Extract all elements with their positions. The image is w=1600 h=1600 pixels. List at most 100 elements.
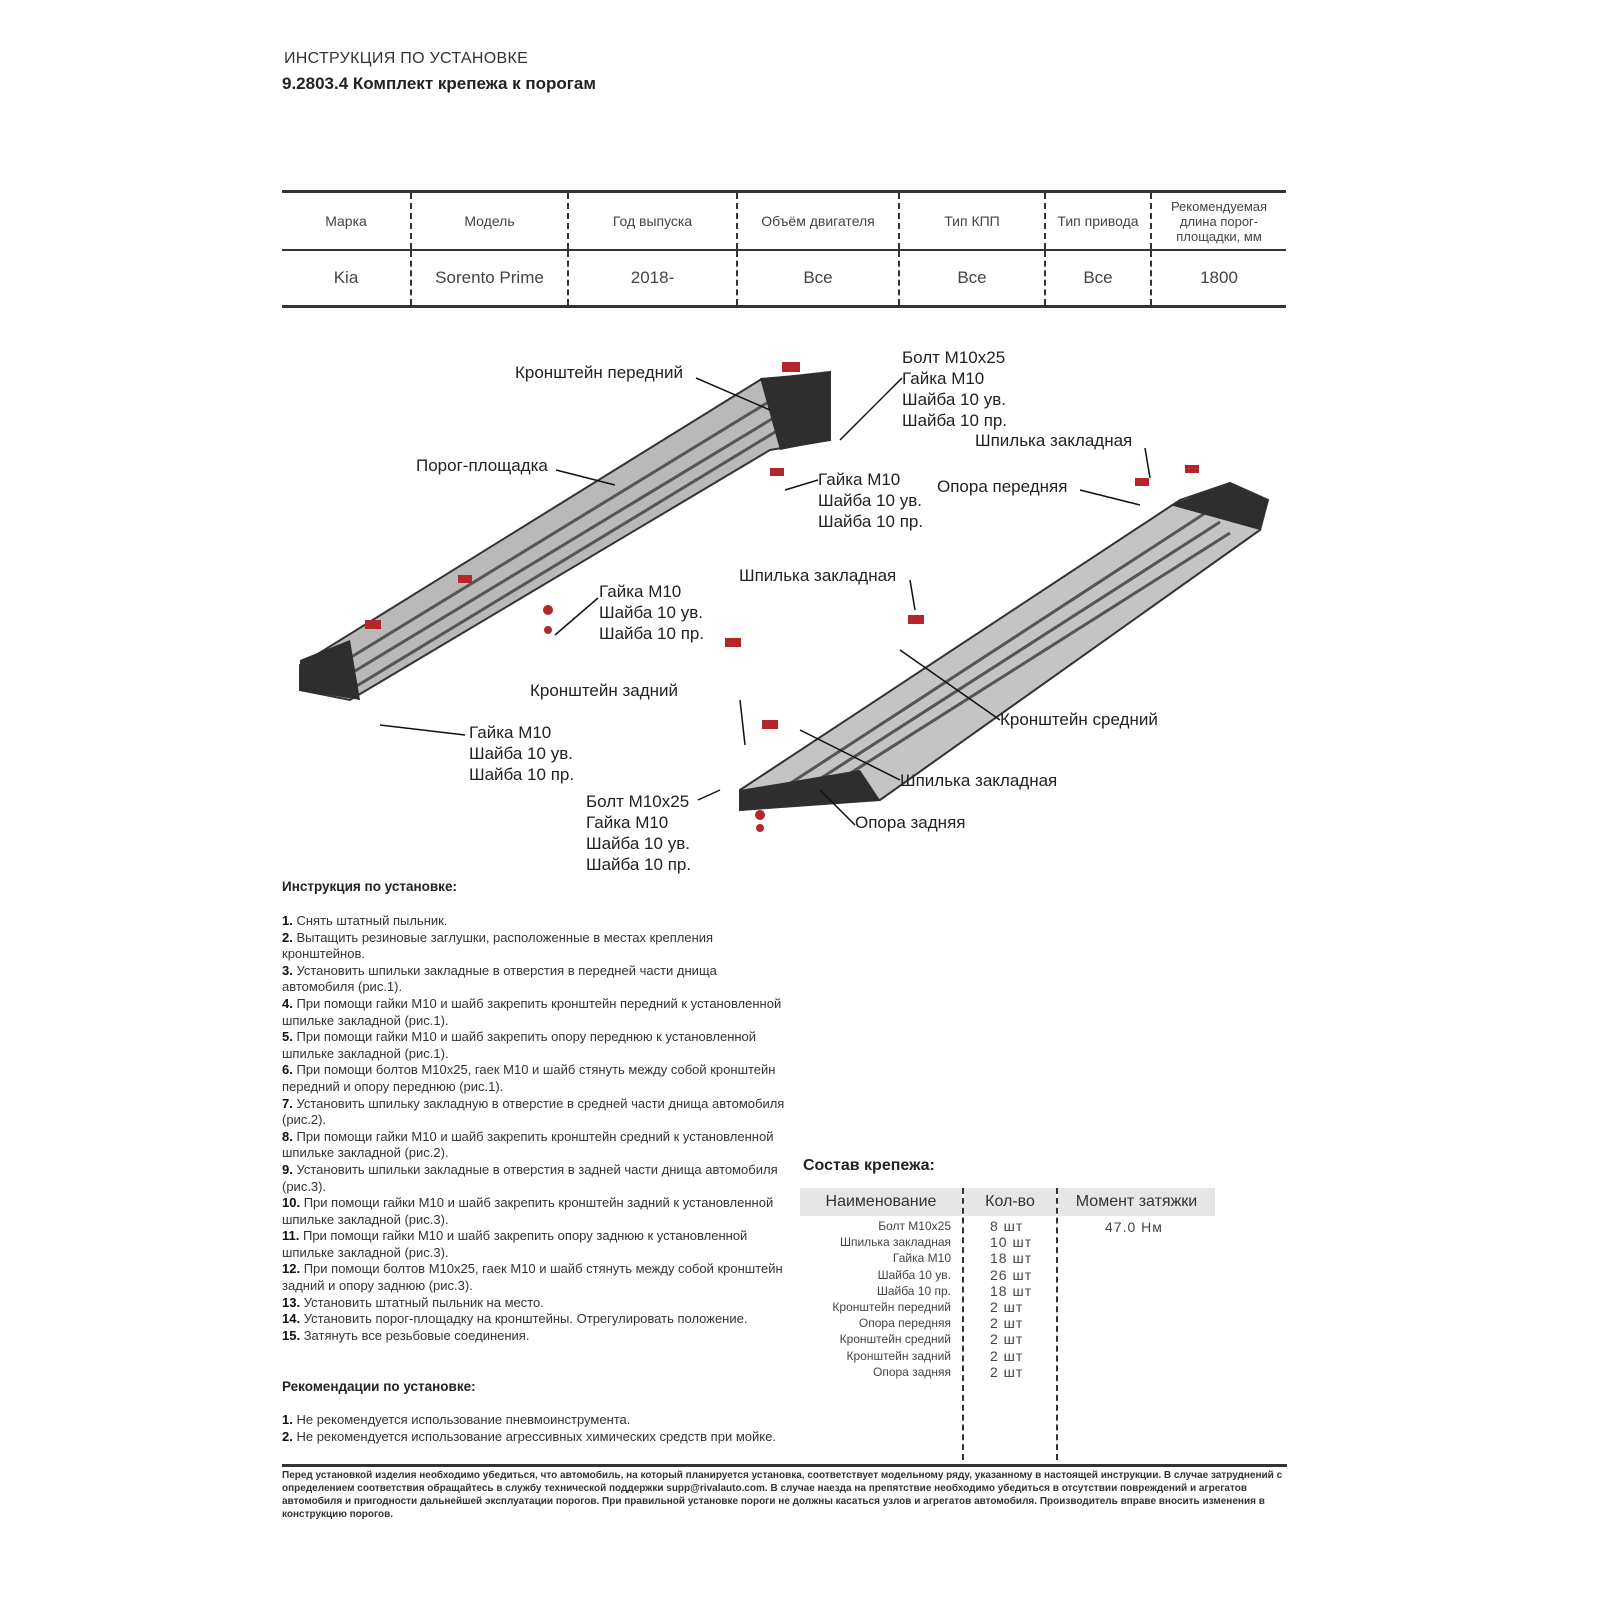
list-item: 7. Установить шпильку закладную в отверс… — [282, 1096, 792, 1129]
item-text: При помощи гайки М10 и шайб закрепить кр… — [282, 1195, 774, 1227]
fastener-parts — [365, 362, 1199, 832]
spec-header: Тип КПП — [898, 190, 1045, 251]
label-rear-nut-set: Гайка М10 Шайба 10 ув. Шайба 10 пр. — [469, 723, 575, 784]
item-number: 5. — [282, 1029, 293, 1045]
item-text: Установить порог-площадку на кронштейны.… — [303, 1311, 748, 1327]
vehicle-spec-table: Марка Модель Год выпуска Объём двигателя… — [282, 190, 1286, 308]
list-item: 11. При помощи гайки М10 и шайб закрепит… — [282, 1228, 792, 1261]
spec-value: Все — [898, 250, 1045, 308]
item-text: При помощи болтов М10х25, гаек М10 и шай… — [282, 1261, 783, 1294]
recommendations-title: Рекомендации по установке: — [282, 1379, 476, 1394]
spec-value: Все — [736, 250, 899, 308]
item-number: 9. — [282, 1161, 293, 1177]
spec-header: Марка — [282, 190, 411, 251]
fastener-name: Опора задняя — [873, 1364, 951, 1379]
spec-value: 2018- — [567, 250, 737, 308]
label-front-bolt-set: Болт М10х25 Гайка М10 Шайба 10 ув. Шайба… — [902, 348, 1008, 430]
item-text: Установить шпильки закладные в отверстия… — [282, 962, 717, 995]
item-text: Снять штатный пыльник. — [296, 913, 448, 928]
label-front-bracket: Кронштейн передний — [515, 363, 683, 382]
fastener-qty: 2 шт — [990, 1331, 1024, 1348]
item-number: 15. — [282, 1327, 301, 1343]
spec-header: Тип привода — [1044, 190, 1151, 251]
fastener-name: Шайба 10 ув. — [877, 1267, 951, 1282]
list-item: 8. При помощи гайки М10 и шайб закрепить… — [282, 1129, 792, 1162]
item-text: При помощи гайки М10 и шайб закрепить кр… — [282, 1128, 774, 1161]
list-item: 15. Затянуть все резьбовые соединения. — [282, 1328, 792, 1345]
list-item: 14. Установить порог-площадку на кронште… — [282, 1311, 792, 1328]
item-text: Не рекомендуется использование пневмоинс… — [296, 1412, 631, 1427]
item-number: 13. — [282, 1294, 301, 1310]
instructions-title: Инструкция по установке: — [282, 879, 457, 894]
instructions-list: 1. Снять штатный пыльник.2. Вытащить рез… — [282, 913, 792, 1344]
label-stud-front: Шпилька закладная — [975, 431, 1133, 450]
fastener-qty: 18 шт — [990, 1250, 1033, 1267]
list-item: 2. Вытащить резиновые заглушки, располож… — [282, 930, 792, 963]
fastener-name: Шпилька закладная — [839, 1235, 951, 1250]
fastener-qty: 10 шт — [990, 1234, 1033, 1251]
list-item: 1. Снять штатный пыльник. — [282, 913, 792, 930]
spec-header: Рекомендуемая длина порог-площадки, мм — [1150, 190, 1286, 251]
label-front-support: Опора передняя — [937, 477, 1068, 496]
list-item: 12. При помощи болтов М10х25, гаек М10 и… — [282, 1261, 792, 1294]
item-text: Установить шпильку закладную в отверстие… — [282, 1095, 785, 1128]
fastener-name: Кронштейн задний — [846, 1348, 951, 1363]
list-item: 1. Не рекомендуется использование пневмо… — [282, 1412, 792, 1429]
fasteners-header-torque: Момент затяжки — [1058, 1188, 1215, 1216]
item-number: 10. — [282, 1195, 301, 1211]
spec-header: Модель — [410, 190, 568, 251]
doc-subtitle: 9.2803.4 Комплект крепежа к порогам — [282, 74, 596, 93]
list-item: 13. Установить штатный пыльник на место. — [282, 1295, 792, 1312]
label-front-nut-set: Гайка М10 Шайба 10 ув. Шайба 10 пр. — [818, 470, 924, 531]
label-rear-bolt-set: Болт М10х25 Гайка М10 Шайба 10 ув. Шайба… — [586, 792, 692, 874]
fastener-name: Шайба 10 пр. — [876, 1283, 951, 1298]
spec-value: Sorento Prime — [410, 250, 568, 308]
spec-header-row: Марка Модель Год выпуска Объём двигателя… — [282, 190, 1286, 251]
fastener-qty: 2 шт — [990, 1315, 1024, 1332]
spec-header: Объём двигателя — [736, 190, 899, 251]
item-number: 4. — [282, 995, 293, 1011]
spec-value: 1800 — [1150, 250, 1286, 308]
list-item: 4. При помощи гайки М10 и шайб закрепить… — [282, 996, 792, 1029]
fastener-qty: 26 шт — [990, 1266, 1033, 1283]
item-text: При помощи болтов М10х25, гаек М10 и шай… — [282, 1062, 776, 1094]
left-running-board — [299, 370, 831, 702]
item-text: Вытащить резиновые заглушки, расположенн… — [282, 929, 714, 962]
spec-value-row: Kia Sorento Prime 2018- Все Все Все 1800 — [282, 250, 1286, 308]
label-middle-nut-set: Гайка М10 Шайба 10 ув. Шайба 10 пр. — [599, 582, 705, 643]
column-divider — [962, 1188, 964, 1460]
item-number: 3. — [282, 962, 293, 978]
label-running-board: Порог-площадка — [416, 456, 548, 475]
fasteners-header-qty: Кол-во — [964, 1188, 1056, 1216]
fastener-name: Кронштейн средний — [839, 1332, 951, 1347]
fastener-name: Гайка М10 — [892, 1251, 951, 1266]
label-rear-support: Опора задняя — [855, 813, 966, 832]
item-text: Не рекомендуется использование агрессивн… — [296, 1428, 776, 1444]
item-number: 1. — [282, 1412, 293, 1427]
fastener-name: Кронштейн передний — [832, 1300, 951, 1314]
recommendations-list: 1. Не рекомендуется использование пневмо… — [282, 1412, 792, 1445]
item-number: 8. — [282, 1128, 293, 1144]
item-text: Установить штатный пыльник на место. — [303, 1294, 544, 1310]
assembly-diagram — [299, 362, 1270, 832]
spec-value: Kia — [282, 250, 411, 308]
label-middle-bracket: Кронштейн средний — [1000, 710, 1158, 729]
item-number: 2. — [282, 1428, 293, 1444]
right-running-board — [739, 481, 1270, 812]
footer-disclaimer: Перед установкой изделия необходимо убед… — [282, 1464, 1287, 1521]
item-number: 7. — [282, 1095, 293, 1111]
item-number: 14. — [282, 1311, 301, 1327]
spec-header: Год выпуска — [567, 190, 737, 251]
label-stud-rear: Шпилька закладная — [900, 771, 1058, 790]
fastener-name: Опора передняя — [858, 1316, 951, 1331]
item-text: Установить шпильки закладные в отверстия… — [282, 1161, 778, 1194]
list-item: 10. При помощи гайки М10 и шайб закрепит… — [282, 1195, 792, 1228]
column-divider — [1056, 1188, 1058, 1460]
item-number: 6. — [282, 1062, 293, 1078]
list-item: 3. Установить шпильки закладные в отверс… — [282, 963, 792, 996]
label-rear-bracket: Кронштейн задний — [530, 681, 679, 700]
item-number: 11. — [282, 1228, 300, 1244]
list-item: 5. При помощи гайки М10 и шайб закрепить… — [282, 1029, 792, 1062]
item-text: Затянуть все резьбовые соединения. — [303, 1327, 530, 1343]
